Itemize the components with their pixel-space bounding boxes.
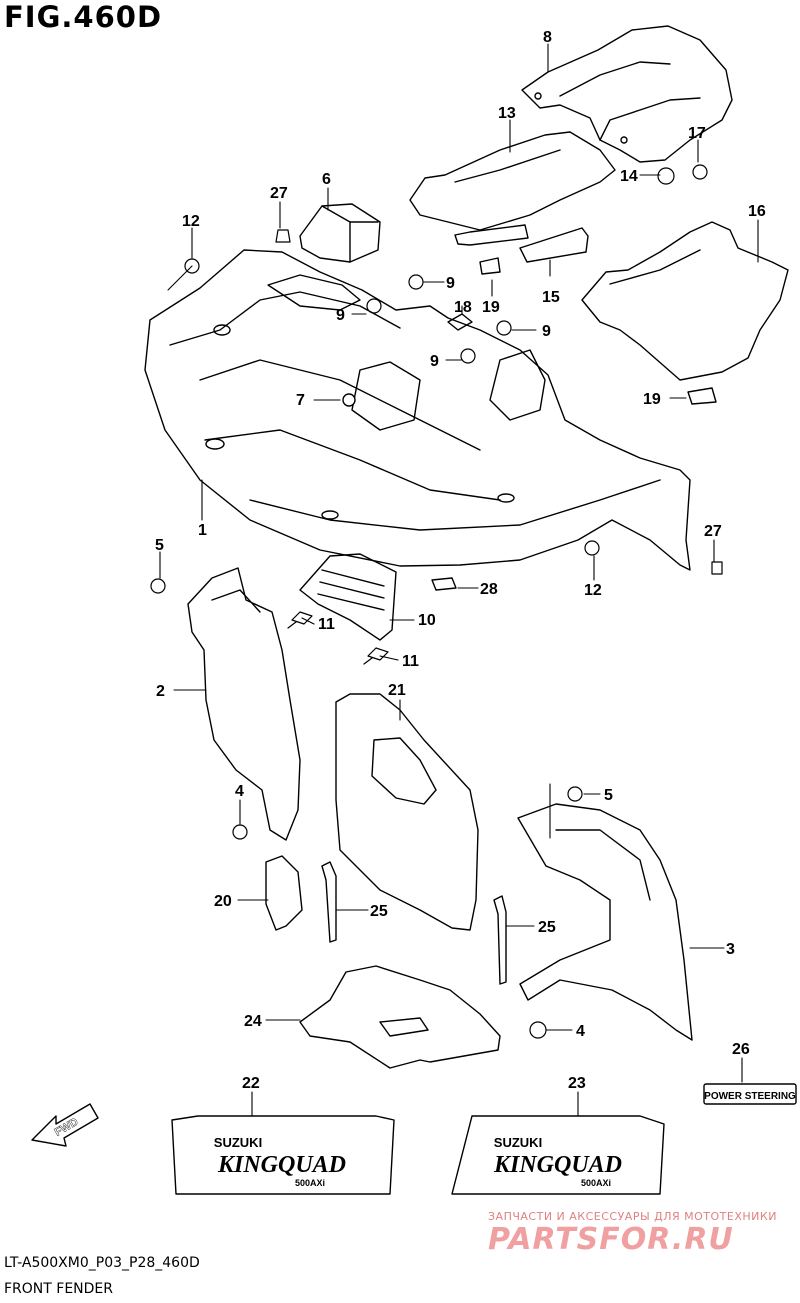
part-10-grille xyxy=(299,553,397,641)
callout-12-right: 12 xyxy=(584,582,602,599)
decal-22-brand: SUZUKI xyxy=(214,1135,262,1150)
callout-5-top: 5 xyxy=(155,537,164,554)
callout-9-b: 9 xyxy=(336,307,345,324)
callout-2: 2 xyxy=(156,683,165,700)
part-28-pad xyxy=(431,577,457,591)
part-6-cover xyxy=(299,203,381,263)
callout-14: 14 xyxy=(620,168,638,185)
watermark-logo: PARTSFOR.RU xyxy=(488,1222,734,1257)
figure-name: FRONT FENDER xyxy=(4,1281,113,1297)
callout-8: 8 xyxy=(543,29,552,46)
callout-4-right: 4 xyxy=(576,1023,585,1040)
decal-22-model: KINGQUAD xyxy=(217,1152,346,1178)
callout-25-left: 25 xyxy=(370,903,388,920)
callout-18: 18 xyxy=(454,299,472,316)
callout-17: 17 xyxy=(688,125,706,142)
part-18-pad xyxy=(447,313,473,331)
decal-22-sub: 500AXi xyxy=(295,1178,325,1188)
callout-28: 28 xyxy=(480,581,498,598)
callout-1: 1 xyxy=(198,522,207,539)
callout-9-c: 9 xyxy=(542,323,551,340)
part-19a-cushion xyxy=(479,257,501,275)
part-15-pad xyxy=(519,227,589,263)
callout-19-right: 19 xyxy=(643,391,661,408)
decal-texts: POWER STEERING FWD SUZUKI KINGQUAD 500AX… xyxy=(52,1091,796,1188)
callout-13: 13 xyxy=(498,105,516,122)
callout-7: 7 xyxy=(296,392,305,409)
model-code: LT-A500XM0_P03_P28_460D xyxy=(4,1255,200,1271)
callout-3: 3 xyxy=(726,941,735,958)
decal-23-brand: SUZUKI xyxy=(494,1135,542,1150)
part-13-bracket xyxy=(409,131,616,246)
callout-25-right: 25 xyxy=(538,919,556,936)
part-19b-cushion xyxy=(687,387,717,405)
part-2-inner-fender-left xyxy=(187,567,301,841)
fasteners xyxy=(150,164,723,1039)
decal-23-sub: 500AXi xyxy=(581,1178,611,1188)
callout-5-right: 5 xyxy=(604,787,613,804)
leader-lines xyxy=(159,43,759,1117)
callout-9-a: 9 xyxy=(446,275,455,292)
callout-21: 21 xyxy=(388,682,406,699)
callout-27-right: 27 xyxy=(704,523,722,540)
part-20-bracket xyxy=(265,855,303,931)
callout-23: 23 xyxy=(568,1075,586,1092)
callout-19-top: 19 xyxy=(482,299,500,316)
callout-15: 15 xyxy=(542,289,560,306)
watermark-text: ЗАПЧАСТИ И АКСЕССУАРЫ ДЛЯ МОТОТЕХНИКИ xyxy=(488,1210,777,1223)
callout-24: 24 xyxy=(244,1013,262,1030)
part-22-decal-shape xyxy=(171,1115,395,1195)
decal-23-model: KINGQUAD xyxy=(493,1152,622,1178)
part-3-inner-fender-right xyxy=(517,803,693,1041)
part-25-tie-right xyxy=(493,895,507,985)
part-26-decal xyxy=(703,1083,797,1105)
part-8-carrier-cover xyxy=(521,25,733,163)
callout-4-left: 4 xyxy=(235,783,244,800)
callout-12-top: 12 xyxy=(182,213,200,230)
part-16-panel xyxy=(581,221,789,381)
callout-16: 16 xyxy=(748,203,766,220)
callouts: 8 13 17 14 27 6 12 16 9 9 18 19 15 9 9 7… xyxy=(155,29,766,1092)
callout-11-a: 11 xyxy=(318,616,335,633)
callout-22: 22 xyxy=(242,1075,260,1092)
callout-11-b: 11 xyxy=(402,653,419,670)
callout-26: 26 xyxy=(732,1041,750,1058)
callout-27-top: 27 xyxy=(270,185,288,202)
part-1-front-fender xyxy=(144,249,691,571)
power-steering-label: POWER STEERING xyxy=(704,1091,796,1102)
callout-6: 6 xyxy=(322,171,331,188)
callout-10: 10 xyxy=(418,612,436,629)
part-24-plate xyxy=(299,965,501,1069)
callout-20: 20 xyxy=(214,893,232,910)
figure-title: FIG.460D xyxy=(4,0,163,34)
part-25-tie-left xyxy=(321,861,337,943)
callout-9-d: 9 xyxy=(430,353,439,370)
fwd-arrow xyxy=(31,1103,99,1147)
part-21-mud-guard xyxy=(335,693,479,931)
part-23-decal-shape xyxy=(451,1115,665,1195)
